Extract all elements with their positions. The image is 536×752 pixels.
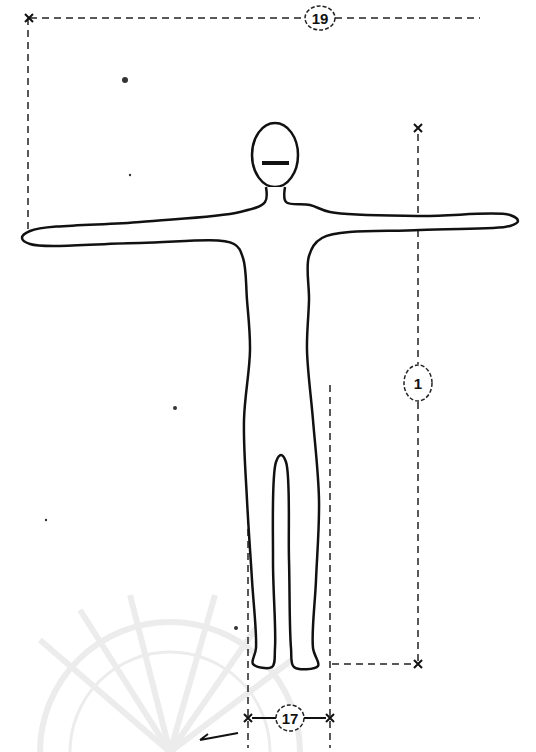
callout-number: 19 [312, 11, 329, 26]
human-figure [22, 123, 518, 669]
eye-line [262, 161, 289, 165]
callout-number: 17 [282, 711, 299, 726]
dimension-ticks [25, 14, 422, 740]
body-outline [22, 187, 518, 669]
head [252, 123, 298, 187]
callout-number: 1 [414, 376, 422, 391]
specks [45, 77, 238, 630]
